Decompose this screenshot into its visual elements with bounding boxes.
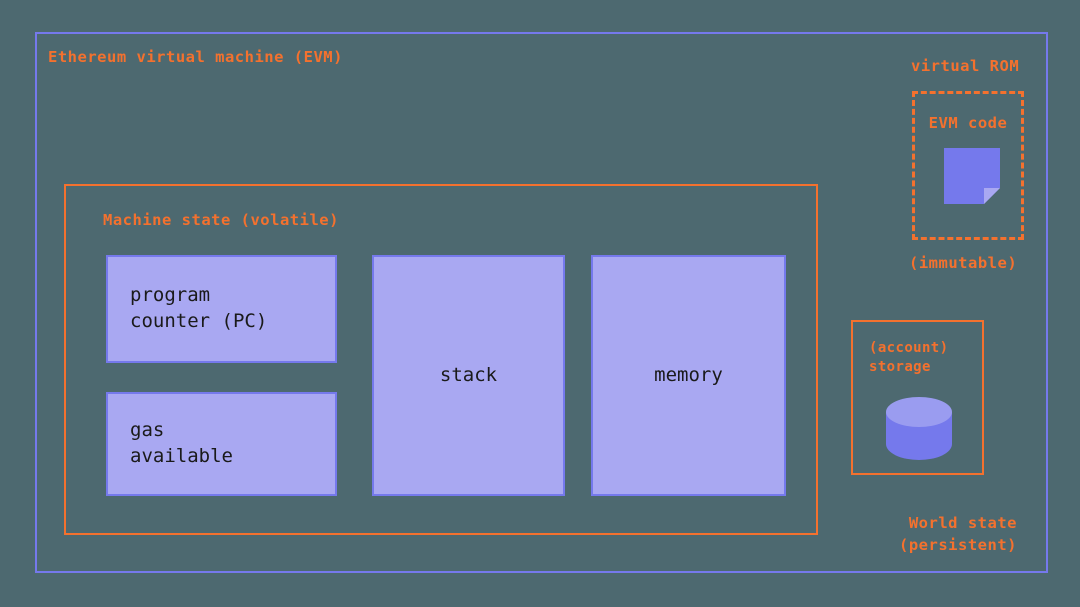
virtual-rom-footnote: (immutable)	[909, 254, 1018, 272]
machine-state-title: Machine state (volatile)	[103, 211, 339, 229]
document-icon	[944, 148, 1000, 204]
evm-code-label: EVM code	[928, 114, 1008, 132]
program-counter-box: program counter (PC)	[106, 255, 337, 363]
database-cylinder-icon	[884, 396, 954, 460]
account-storage-frame: (account) storage	[851, 320, 984, 475]
gas-available-box: gas available	[106, 392, 337, 496]
virtual-rom-frame: EVM code	[912, 91, 1024, 240]
memory-box: memory	[591, 255, 786, 496]
account-storage-label: (account) storage	[869, 340, 949, 375]
stack-box: stack	[372, 255, 565, 496]
evm-outer-frame	[35, 32, 1048, 573]
virtual-rom-title: virtual ROM	[911, 57, 1020, 75]
world-state-footnote: World state (persistent)	[899, 514, 1017, 554]
machine-state-frame	[64, 184, 818, 535]
evm-title: Ethereum virtual machine (EVM)	[48, 48, 343, 66]
